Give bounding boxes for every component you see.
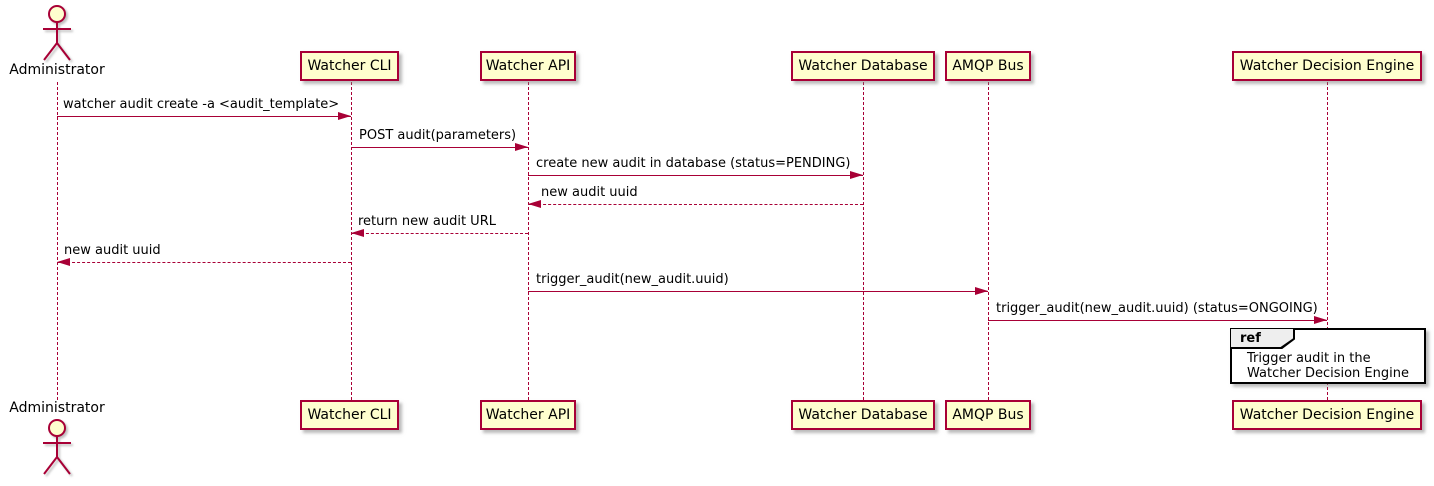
message-label: create new audit in database (status=PEN…: [536, 156, 851, 171]
message-label: new audit uuid: [64, 243, 161, 258]
message-label: trigger_audit(new_audit.uuid): [536, 272, 729, 287]
participant-bottom-watcher-cli: Watcher CLI: [300, 400, 399, 430]
message-label: trigger_audit(new_audit.uuid) (status=ON…: [996, 301, 1318, 316]
participant-bottom-watcher-api: Watcher API: [480, 400, 576, 430]
arrowhead-left-icon: [528, 200, 541, 208]
participant-label: Watcher API: [485, 58, 571, 74]
participant-top-watcher-decision-engine: Watcher Decision Engine: [1232, 51, 1422, 81]
message-line: [57, 116, 351, 117]
participant-label: Watcher Decision Engine: [1239, 407, 1415, 423]
message-label: return new audit URL: [358, 214, 496, 229]
message-line: [351, 233, 528, 234]
participant-label: AMQP Bus: [952, 407, 1024, 423]
actor-administrator-bottom: Administrator: [9, 400, 105, 478]
arrowhead-left-icon: [57, 258, 70, 266]
actor-stick-figure-icon: [43, 419, 71, 475]
participant-bottom-amqp-bus: AMQP Bus: [945, 400, 1031, 430]
message-line: [57, 262, 351, 263]
actor-label: Administrator: [9, 62, 105, 78]
arrowhead-left-icon: [351, 229, 364, 237]
ref-body: Trigger audit in the Watcher Decision En…: [1232, 350, 1424, 382]
lifeline-amqp-bus: [988, 82, 989, 400]
arrowhead-right-icon: [975, 287, 988, 295]
arrowhead-right-icon: [850, 171, 863, 179]
actor-stick-figure-icon: [43, 5, 71, 61]
message-line: [528, 291, 988, 292]
actor-administrator-top: Administrator: [9, 4, 105, 78]
actor-label: Administrator: [9, 400, 105, 416]
ref-text-line1: Trigger audit in the: [1247, 351, 1371, 366]
ref-keyword: ref: [1240, 331, 1261, 346]
participant-label: Watcher API: [485, 407, 571, 423]
lifeline-watcher-database: [863, 82, 864, 400]
message-label: new audit uuid: [541, 185, 638, 200]
participant-top-watcher-cli: Watcher CLI: [300, 51, 399, 81]
message-label: watcher audit create -a <audit_template>: [63, 97, 340, 112]
arrowhead-right-icon: [338, 112, 351, 120]
arrowhead-right-icon: [515, 143, 528, 151]
message-line: [988, 320, 1327, 321]
ref-tab: ref: [1231, 329, 1295, 349]
participant-label: AMQP Bus: [952, 58, 1024, 74]
message-label: POST audit(parameters): [359, 128, 517, 143]
lifeline-watcher-decision-engine: [1327, 82, 1328, 400]
participant-top-watcher-database: Watcher Database: [791, 51, 935, 81]
ref-tab-background: [1231, 329, 1293, 347]
message-line: [528, 204, 863, 205]
participant-label: Watcher Database: [798, 407, 928, 423]
participant-top-watcher-api: Watcher API: [480, 51, 576, 81]
participant-label: Watcher CLI: [307, 407, 392, 423]
participant-label: Watcher CLI: [307, 58, 392, 74]
ref-fragment: ref Trigger audit in the Watcher Decisio…: [1230, 328, 1426, 384]
participant-label: Watcher Decision Engine: [1239, 58, 1415, 74]
participant-top-amqp-bus: AMQP Bus: [945, 51, 1031, 81]
lifeline-watcher-api: [528, 82, 529, 400]
lifeline-watcher-cli: [351, 82, 352, 400]
lifeline-administrator: [57, 82, 58, 400]
message-line: [351, 147, 528, 148]
participant-bottom-watcher-decision-engine: Watcher Decision Engine: [1232, 400, 1422, 430]
ref-text-line2: Watcher Decision Engine: [1247, 366, 1409, 381]
participant-bottom-watcher-database: Watcher Database: [791, 400, 935, 430]
message-line: [528, 175, 863, 176]
arrowhead-right-icon: [1314, 316, 1327, 324]
participant-label: Watcher Database: [798, 58, 928, 74]
